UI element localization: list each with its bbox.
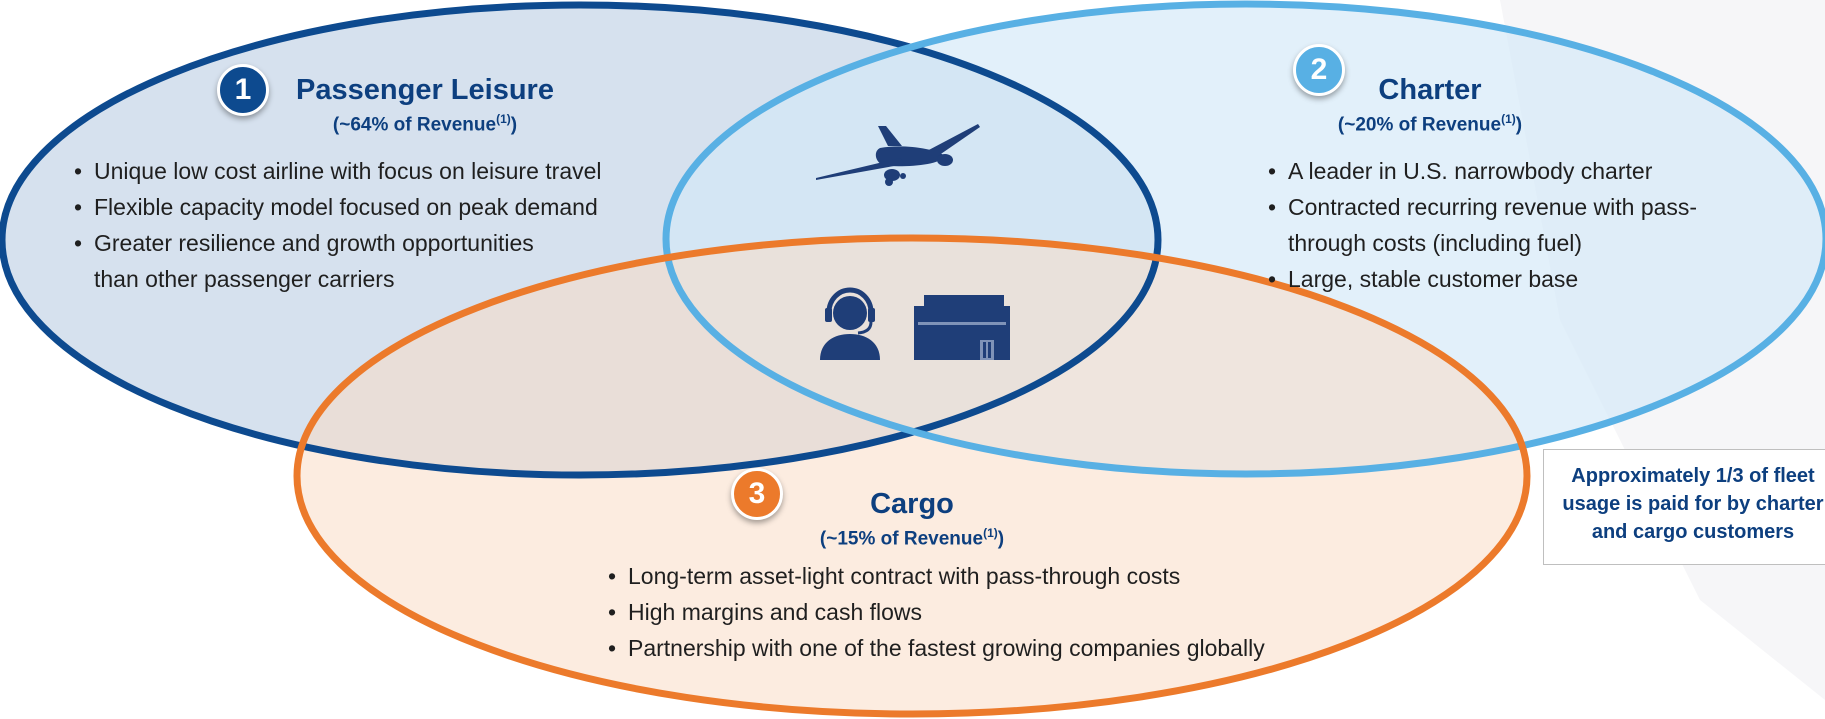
charter-title: Charter — [1378, 74, 1482, 106]
cargo-bullet: Partnership with one of the fastest grow… — [608, 630, 1368, 666]
passenger-number-badge: 1 — [217, 64, 269, 116]
charter-bullet: Large, stable customer base — [1268, 261, 1738, 297]
callout-line: usage is paid for by charter — [1562, 493, 1824, 515]
headset-agent-icon — [820, 287, 880, 360]
passenger-revenue: (~64% of Revenue(1)) — [332, 112, 518, 136]
charter-number-badge: 2 — [1293, 44, 1345, 96]
passenger-bullet: Flexible capacity model focused on peak … — [74, 189, 669, 225]
cargo-bullet: High margins and cash flows — [608, 594, 1368, 630]
passenger-bullet: Greater resilience and growth opportunit… — [74, 225, 569, 297]
charter-bullets: A leader in U.S. narrowbody charter Cont… — [1268, 153, 1738, 297]
passenger-bullets: Unique low cost airline with focus on le… — [74, 153, 669, 297]
shipping-container-icon — [914, 295, 1010, 360]
cargo-circle-outline — [293, 234, 1531, 718]
charter-revenue: (~20% of Revenue(1)) — [1337, 112, 1523, 136]
passenger-bullet: Unique low cost airline with focus on le… — [74, 153, 669, 189]
callout-line: Approximately 1/3 of fleet — [1571, 465, 1815, 487]
cargo-bullet: Long-term asset-light contract with pass… — [608, 558, 1368, 594]
cargo-number-badge: 3 — [731, 468, 783, 520]
charter-number: 2 — [1310, 53, 1328, 86]
callout-line: and cargo customers — [1591, 521, 1795, 543]
passenger-title: Passenger Leisure — [296, 74, 554, 106]
charter-circle-outline — [662, 0, 1825, 478]
charter-bullet: A leader in U.S. narrowbody charter — [1268, 153, 1738, 189]
cargo-number: 3 — [748, 477, 766, 510]
airplane-icon — [816, 124, 980, 186]
charter-bullet: Contracted recurring revenue with pass-t… — [1268, 189, 1738, 261]
passenger-circle-outline — [0, 1, 1162, 479]
passenger-number: 1 — [234, 73, 252, 106]
cargo-revenue: (~15% of Revenue(1)) — [819, 526, 1005, 550]
cargo-title: Cargo — [870, 488, 954, 520]
fleet-usage-callout: Approximately 1/3 of fleet usage is paid… — [1543, 449, 1825, 565]
cargo-bullets: Long-term asset-light contract with pass… — [608, 558, 1368, 666]
